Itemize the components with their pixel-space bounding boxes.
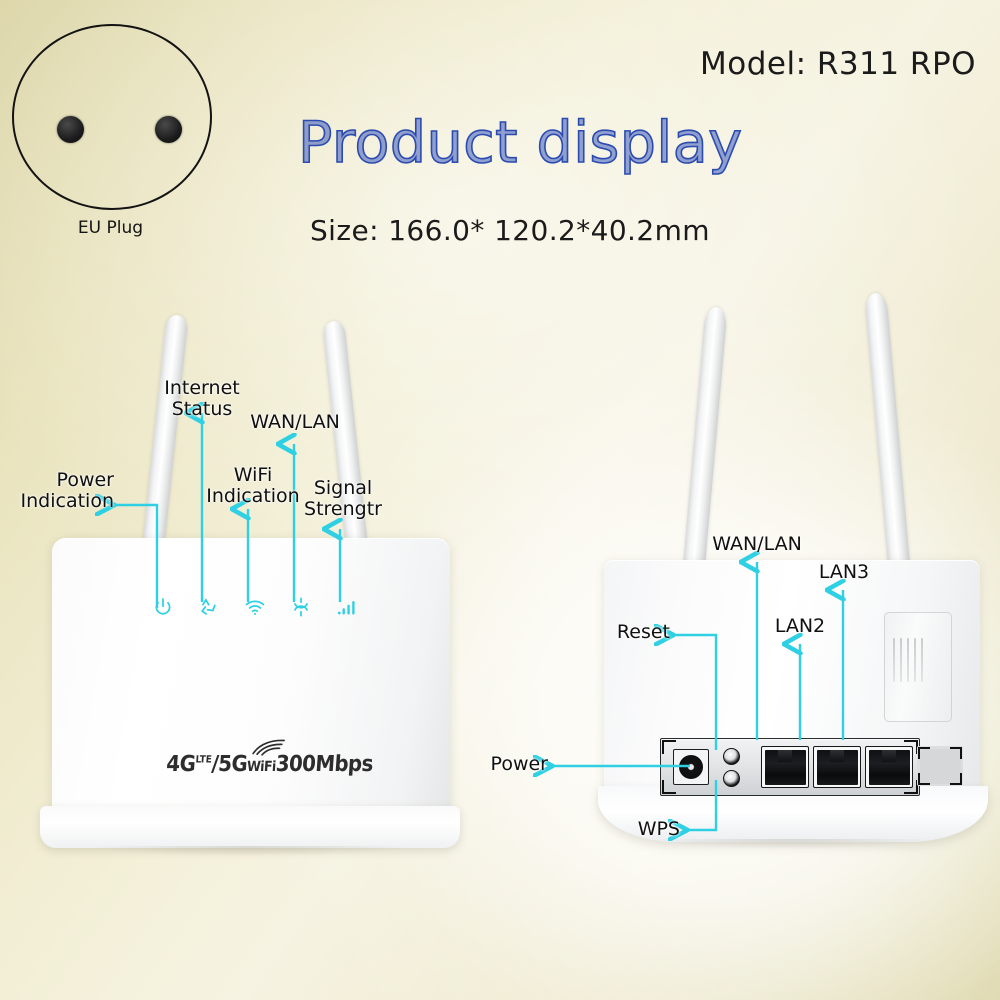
callout-power-indication: Power Indication: [20, 469, 114, 513]
front-led-indicator-row: [152, 596, 358, 622]
port-bar-corner-tl: [662, 740, 676, 754]
rear-port-bar: [660, 738, 963, 796]
model-label: Model: R311 RPO: [700, 46, 977, 82]
eu-plug-pin-hole-left: [57, 116, 84, 143]
callout-wps: WPS: [637, 818, 680, 840]
rear-vent-icon: [893, 638, 925, 682]
callout-lan2: LAN2: [774, 615, 826, 637]
eu-plug-pin-hole-right: [155, 116, 182, 143]
empty-port-slot: [917, 746, 963, 786]
eu-plug-label: EU Plug: [77, 218, 144, 238]
brand-lte: LTE: [195, 754, 213, 766]
wan-lan-port[interactable]: [761, 746, 809, 788]
front-router-base: [40, 806, 460, 856]
callout-wan-lan-rear: WAN/LAN: [712, 533, 802, 555]
lan2-port[interactable]: [813, 746, 861, 788]
rear-side-panel: [884, 612, 952, 722]
front-brand-text: 4GLTE/5GWiFi300Mbps: [165, 739, 398, 788]
wifi-icon: [244, 596, 266, 618]
power-jack-port[interactable]: [673, 749, 709, 785]
callout-lan3: LAN3: [818, 561, 870, 583]
callout-wifi-indication: WiFi Indication: [206, 464, 300, 508]
callout-wan-lan-front: WAN/LAN: [250, 411, 340, 433]
signal-bars-icon: [336, 596, 358, 618]
power-icon: [152, 596, 174, 618]
eu-plug-figure: EU Plug: [8, 22, 216, 248]
brand-4g: 4G: [165, 752, 197, 777]
wps-button[interactable]: [723, 770, 740, 787]
internet-status-icon: [198, 596, 220, 618]
size-label: Size: 166.0* 120.2*40.2mm: [310, 214, 710, 247]
brand-speed: 300Mbps: [274, 752, 374, 777]
brand-wifi-icon: [251, 737, 286, 756]
reset-button[interactable]: [723, 748, 740, 765]
eu-plug-socket-icon: [12, 24, 212, 210]
port-bar-corner-br: [904, 780, 918, 794]
callout-signal-strength: Signal Strengtr: [304, 477, 382, 521]
callout-reset: Reset: [616, 621, 670, 643]
callout-power-rear: Power: [490, 753, 548, 775]
lan3-port[interactable]: [865, 746, 913, 788]
front-antenna-left: [141, 314, 189, 560]
callout-internet-status: Internet Status: [164, 377, 240, 421]
brand-wifi-text: WiFi: [246, 759, 277, 775]
port-bar-corner-bl: [662, 780, 676, 794]
wan-lan-icon: [290, 596, 312, 618]
brand-5g: 5G: [217, 752, 248, 777]
front-antenna-right: [322, 320, 369, 560]
page-title: Product display: [297, 109, 743, 177]
